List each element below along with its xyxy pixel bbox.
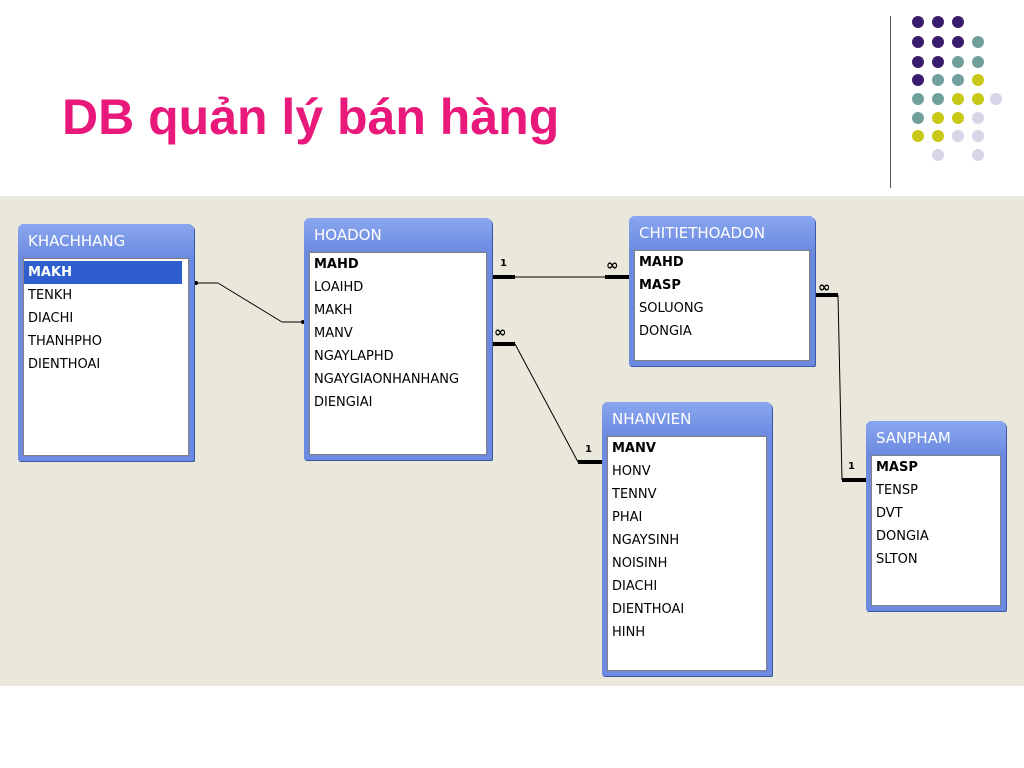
field-item[interactable]: LOAIHD [314,280,364,295]
relationship-hoadon-nhanvien [491,342,604,464]
field-item[interactable]: THANHPHO [28,334,102,349]
relationships-canvas: 1 ∞ ∞ 1 ∞ 1 KHACHHANG MAKH TENKH DIACHI … [0,196,1024,686]
relationship-many-label: ∞ [606,256,618,274]
field-item[interactable]: MAHD [639,255,684,270]
field-item[interactable]: DONGIA [876,529,929,544]
field-item[interactable]: HONV [612,464,651,479]
relationship-khachhang-hoadon [193,281,306,324]
field-item[interactable]: MANV [612,441,656,456]
field-item[interactable]: DIENTHOAI [612,602,685,617]
field-item[interactable]: DIENGIAI [314,395,373,410]
table-header[interactable]: HOADON [304,218,492,252]
field-item[interactable]: DIENTHOAI [28,357,101,372]
field-item[interactable]: TENSP [876,483,918,498]
table-sanpham[interactable]: SANPHAM MASP TENSP DVT DONGIA SLTON [866,421,1006,611]
relationship-many-label: ∞ [494,323,506,341]
field-item[interactable]: MASP [876,460,918,475]
field-item[interactable]: MAKH [24,261,182,284]
field-item[interactable]: HINH [612,625,646,640]
relationship-one-label: 1 [848,461,855,472]
table-header[interactable]: KHACHHANG [18,224,194,258]
field-item[interactable]: MASP [639,278,681,293]
table-header[interactable]: CHITIETHOADON [629,216,815,250]
field-item[interactable]: NGAYLAPHD [314,349,394,364]
relationship-chitiethoadon-sanpham [814,293,868,482]
field-item[interactable]: NOISINH [612,556,668,571]
table-header[interactable]: SANPHAM [866,421,1006,455]
field-item[interactable]: PHAI [612,510,643,525]
slide-title: DB quản lý bán hàng [62,89,560,145]
field-item[interactable]: SOLUONG [639,301,704,316]
field-item[interactable]: DIACHI [612,579,658,594]
relationship-one-label: 1 [585,444,592,455]
relationship-many-label: ∞ [818,278,830,296]
field-item[interactable]: NGAYSINH [612,533,680,548]
field-item[interactable]: DVT [876,506,903,521]
field-item[interactable]: MAKH [314,303,353,318]
field-item[interactable]: MAHD [314,257,359,272]
divider-line [890,16,891,188]
field-list[interactable]: MAHD LOAIHD MAKH MANV NGAYLAPHD NGAYGIAO… [309,252,487,455]
field-item[interactable]: MANV [314,326,353,341]
field-item[interactable]: DONGIA [639,324,692,339]
table-header[interactable]: NHANVIEN [602,402,772,436]
dot-grid-icon [912,16,1002,161]
field-list[interactable]: MANV HONV TENNV PHAI NGAYSINH NOISINH DI… [607,436,767,671]
field-item[interactable]: TENNV [612,487,657,502]
field-list[interactable]: MASP TENSP DVT DONGIA SLTON [871,455,1001,606]
field-item[interactable]: TENKH [28,288,73,303]
field-item[interactable]: SLTON [876,552,918,567]
field-list[interactable]: MAKH TENKH DIACHI THANHPHO DIENTHOAI [23,258,189,456]
relationship-one-label: 1 [500,258,507,269]
field-item[interactable]: NGAYGIAONHANHANG [314,372,460,387]
relationship-lines [193,275,868,482]
field-item[interactable]: DIACHI [28,311,74,326]
field-list[interactable]: MAHD MASP SOLUONG DONGIA [634,250,810,361]
table-chitiethoadon[interactable]: CHITIETHOADON MAHD MASP SOLUONG DONGIA [629,216,815,366]
table-nhanvien[interactable]: NHANVIEN MANV HONV TENNV PHAI NGAYSINH N… [602,402,772,676]
table-khachhang[interactable]: KHACHHANG MAKH TENKH DIACHI THANHPHO DIE… [18,224,194,461]
table-hoadon[interactable]: HOADON MAHD LOAIHD MAKH MANV NGAYLAPHD N… [304,218,492,460]
